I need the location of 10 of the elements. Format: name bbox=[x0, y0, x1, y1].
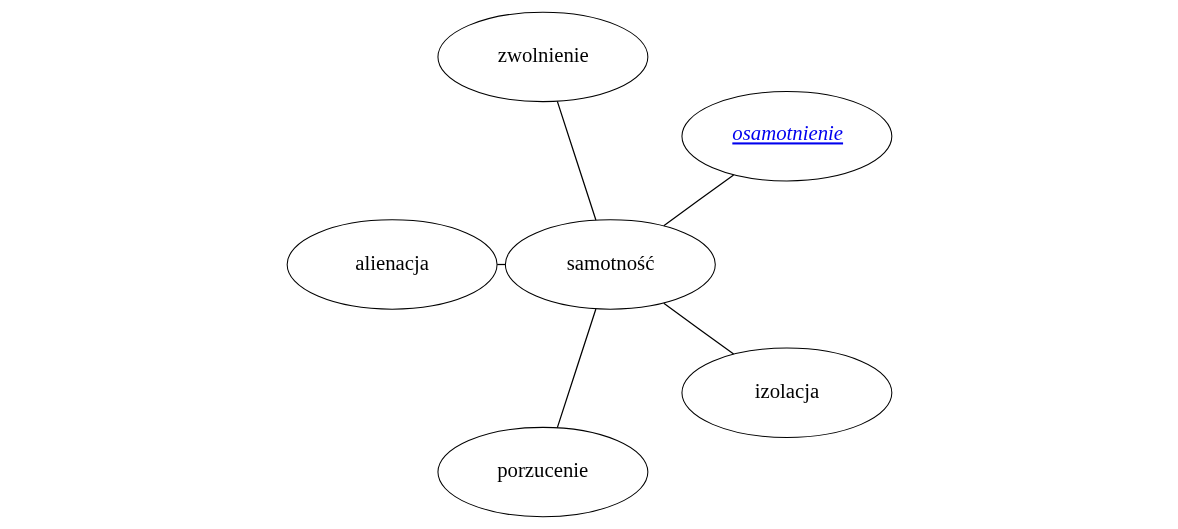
node-ellipse: alienacja bbox=[286, 219, 498, 310]
connector bbox=[556, 308, 596, 429]
node-ellipse: samotność bbox=[504, 219, 716, 310]
node-ellipse: zwolnienie bbox=[436, 11, 648, 103]
node-ellipse: porzucenie bbox=[436, 426, 648, 518]
node-ellipse: osamotnienie bbox=[680, 91, 892, 182]
node-ellipse: izolacja bbox=[680, 347, 892, 438]
connector bbox=[662, 174, 734, 227]
connector bbox=[662, 302, 734, 355]
connector bbox=[556, 100, 596, 221]
